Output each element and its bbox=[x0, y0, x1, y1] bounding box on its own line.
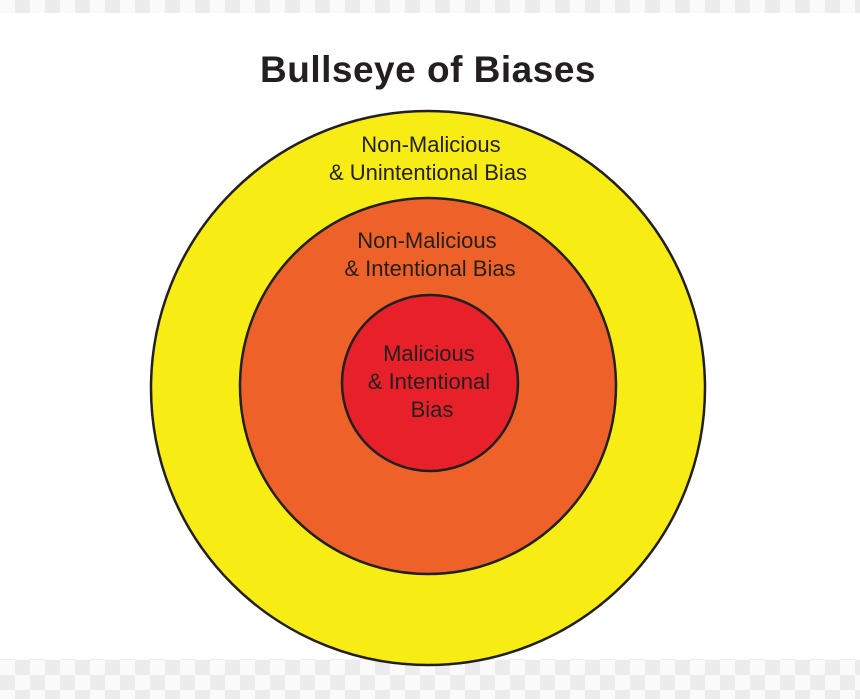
inner-ring-label-line3: Bias bbox=[411, 397, 454, 422]
inner-ring-label-line1: Malicious bbox=[383, 341, 475, 366]
middle-ring-label-line1: Non-Malicious bbox=[357, 228, 496, 253]
middle-ring-label: Non-Malicious & Intentional Bias bbox=[344, 228, 515, 281]
inner-ring-label-line2: & Intentional bbox=[368, 369, 490, 394]
outer-ring-label-line2: & Unintentional Bias bbox=[329, 160, 527, 185]
inner-ring-circle bbox=[340, 293, 520, 473]
middle-ring-label-line2: & Intentional Bias bbox=[344, 256, 515, 281]
diagram-title: Bullseye of Biases bbox=[260, 49, 596, 90]
outer-ring-label-line1: Non-Malicious bbox=[361, 132, 500, 157]
outer-ring-label: Non-Malicious & Unintentional Bias bbox=[329, 132, 527, 185]
inner-ring-label: Malicious & Intentional Bias bbox=[368, 341, 496, 422]
